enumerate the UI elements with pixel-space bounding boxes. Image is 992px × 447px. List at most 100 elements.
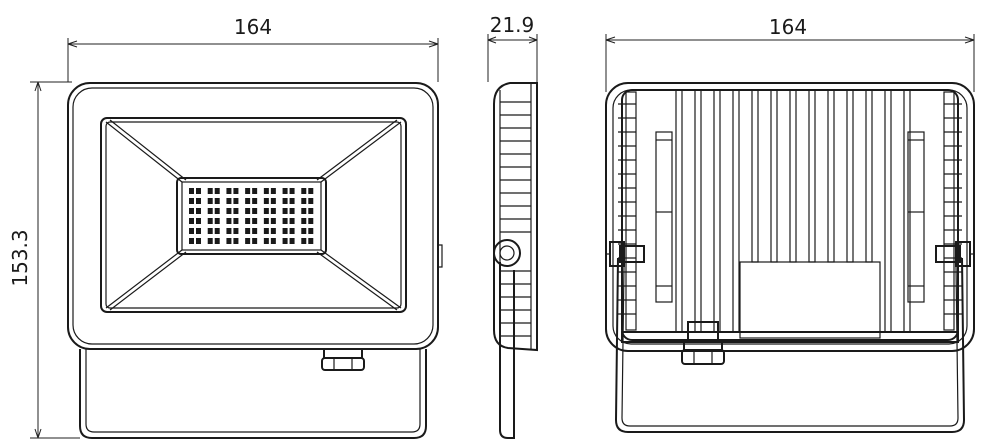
back-housing <box>605 82 975 352</box>
led-chip <box>289 208 295 214</box>
led-chip <box>214 188 220 194</box>
led-chip <box>252 238 258 244</box>
led-chip <box>214 208 220 214</box>
led-chip <box>233 208 239 214</box>
led-chip <box>189 238 194 244</box>
back-cable-gland <box>681 321 725 365</box>
led-chip <box>207 208 213 214</box>
side-fins <box>500 101 531 337</box>
back-heatsink-fins <box>675 89 911 333</box>
led-chip-grid <box>189 188 314 244</box>
led-chip <box>301 218 307 224</box>
led-chip <box>263 188 269 194</box>
led-chip <box>226 208 232 214</box>
led-board <box>176 177 327 255</box>
led-chip <box>301 238 307 244</box>
heatsink-fin <box>808 89 816 263</box>
led-chip <box>233 198 239 204</box>
led-chip <box>308 218 314 224</box>
heatsink-fin <box>732 89 740 333</box>
led-chip <box>252 188 258 194</box>
led-chip <box>233 228 239 234</box>
led-chip <box>245 188 251 194</box>
led-chip <box>289 238 295 244</box>
led-chip <box>270 208 276 214</box>
led-chip <box>270 218 276 224</box>
heatsink-fin <box>846 89 854 263</box>
heatsink-fin <box>694 89 702 333</box>
led-chip <box>214 198 220 204</box>
led-chip <box>214 218 220 224</box>
led-chip <box>270 198 276 204</box>
front-housing <box>67 82 439 350</box>
led-chip <box>189 198 194 204</box>
led-chip <box>301 228 307 234</box>
led-chip <box>308 238 314 244</box>
led-chip <box>207 228 213 234</box>
heatsink-fin <box>827 89 835 263</box>
led-chip <box>226 188 232 194</box>
back-view: 164 <box>605 15 975 433</box>
back-bracket <box>614 257 966 433</box>
led-chip <box>245 198 251 204</box>
side-body <box>493 82 538 352</box>
led-chip <box>263 208 269 214</box>
back-center-panel <box>739 261 881 339</box>
led-chip <box>282 208 288 214</box>
led-chip <box>245 238 251 244</box>
led-chip <box>207 218 213 224</box>
led-chip <box>226 218 232 224</box>
front-width-label: 164 <box>234 15 272 39</box>
led-chip <box>263 218 269 224</box>
back-right-lug <box>935 241 974 267</box>
led-chip <box>270 238 276 244</box>
led-chip <box>308 188 314 194</box>
led-chip <box>282 198 288 204</box>
side-depth-dimension: 21.9 <box>487 13 538 82</box>
led-chip <box>282 218 288 224</box>
led-chip <box>233 218 239 224</box>
heatsink-fin <box>675 89 683 333</box>
heatsink-fin <box>770 89 778 263</box>
led-chip <box>196 228 201 234</box>
led-chip <box>252 228 258 234</box>
back-left-lug <box>606 241 645 267</box>
led-chip <box>301 208 307 214</box>
side-pivot <box>493 239 521 267</box>
led-chip <box>308 198 314 204</box>
led-chip <box>301 188 307 194</box>
back-side-ribs <box>618 91 962 331</box>
led-chip <box>226 198 232 204</box>
led-chip <box>263 238 269 244</box>
led-chip <box>270 228 276 234</box>
led-chip <box>263 228 269 234</box>
led-chip <box>214 228 220 234</box>
front-height-label: 153.3 <box>8 229 32 286</box>
reflector-frame <box>100 117 407 313</box>
led-chip <box>252 198 258 204</box>
led-chip <box>289 198 295 204</box>
heatsink-fin <box>751 89 759 263</box>
led-chip <box>252 218 258 224</box>
led-chip <box>214 238 220 244</box>
side-bracket <box>499 262 515 439</box>
front-view: 164 153.3 <box>8 15 443 439</box>
led-chip <box>289 228 295 234</box>
heatsink-fin <box>865 89 873 263</box>
led-chip <box>207 238 213 244</box>
heatsink-fin <box>884 89 892 333</box>
led-chip <box>308 228 314 234</box>
led-chip <box>189 208 194 214</box>
back-width-dimension: 164 <box>605 15 975 92</box>
front-bracket <box>79 349 427 439</box>
heatsink-fin <box>903 89 911 333</box>
led-chip <box>233 238 239 244</box>
led-chip <box>189 218 194 224</box>
reflector-diagonals <box>105 119 402 311</box>
led-chip <box>308 208 314 214</box>
led-chip <box>207 188 213 194</box>
led-chip <box>196 198 201 204</box>
led-chip <box>263 198 269 204</box>
back-width-label: 164 <box>769 15 807 39</box>
